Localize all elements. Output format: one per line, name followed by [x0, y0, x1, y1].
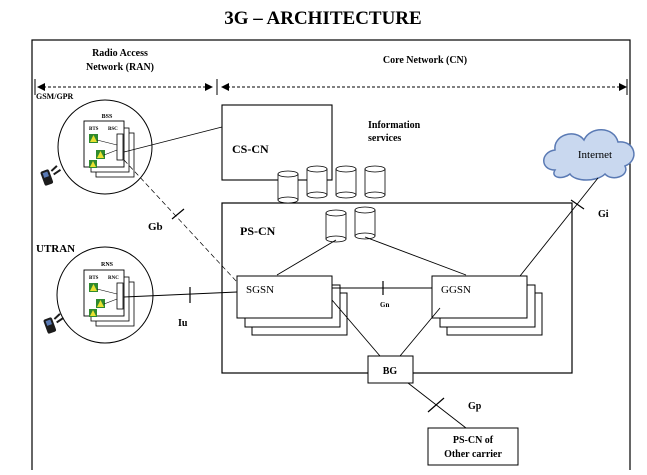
cs-cn-label: CS-CN: [232, 142, 269, 156]
ran-label-line2: Network (RAN): [86, 62, 154, 73]
other-carrier-line1: PS-CN of: [453, 435, 494, 446]
sgsn-bg-link: [331, 299, 381, 357]
gn-label: Gn: [380, 301, 389, 309]
database-row-top: [277, 165, 386, 204]
gsm-gpr-label: GSM/GPR: [36, 92, 74, 101]
antenna-icon: [89, 134, 98, 143]
ggsn-bg-link: [399, 307, 441, 357]
gp-label: Gp: [468, 401, 482, 412]
gp-tick: [427, 397, 445, 413]
ran-label-line1: Radio Access: [92, 48, 148, 59]
utran-label: UTRAN: [36, 243, 75, 255]
database-icon: [325, 209, 347, 243]
bss-label: BSS: [102, 114, 113, 120]
iu-label: Iu: [178, 318, 188, 329]
antenna-icon: [96, 150, 105, 159]
gb-tick: [171, 208, 185, 220]
bss-bsc-label: BSC: [108, 127, 118, 132]
gi-tick: [570, 199, 585, 210]
bg-label: BG: [383, 366, 398, 377]
database-icon: [335, 165, 357, 199]
gb-link: [123, 159, 238, 283]
ggsn-stack: [431, 275, 543, 336]
info-services-line1: Information: [368, 120, 421, 131]
sgsn-box: [236, 275, 333, 319]
gp-link: [407, 382, 467, 429]
database-icon: [306, 165, 328, 199]
antenna-icon: [89, 309, 97, 317]
ggsn-box: [431, 275, 528, 319]
db-ggsn-link: [364, 236, 467, 276]
other-carrier-box: [427, 427, 519, 466]
bss-bts-label: BTS: [89, 127, 99, 132]
gb-label: Gb: [148, 221, 163, 233]
ps-cn-label: PS-CN: [240, 224, 276, 238]
rns-rnc-label: RNC: [108, 276, 119, 281]
database-icon: [364, 165, 386, 199]
antenna-icon: [96, 299, 105, 308]
antenna-icon: [89, 283, 98, 292]
bg-box: [367, 355, 414, 384]
diagram-title: 3G – ARCHITECTURE: [224, 8, 421, 29]
rns-cluster: RNS BTS RNC: [56, 246, 154, 344]
antenna-icon: [89, 160, 97, 168]
bss-cscn-link: [123, 126, 223, 153]
iu-link: [123, 291, 238, 298]
gi-link: [519, 177, 599, 277]
internet-label: Internet: [578, 149, 612, 161]
mobile-phone-icon: [43, 313, 65, 334]
gi-label: Gi: [598, 209, 609, 220]
internet-cloud-icon: [543, 129, 635, 181]
sgsn-stack: [236, 275, 348, 336]
ggsn-label: GGSN: [441, 284, 471, 296]
mobile-phone-icon: [40, 165, 62, 186]
db-sgsn-link: [276, 239, 337, 276]
database-icon: [354, 206, 376, 240]
rns-bts-label: BTS: [89, 276, 99, 281]
rns-label: RNS: [101, 262, 114, 268]
database-icon: [277, 170, 299, 204]
bsc-box: [116, 133, 124, 161]
database-row-bottom: [325, 206, 376, 243]
info-services-line2: services: [368, 133, 401, 144]
rnc-box: [116, 282, 124, 310]
sgsn-label: SGSN: [246, 284, 274, 296]
other-carrier-line2: Other carrier: [444, 449, 502, 460]
core-network-label: Core Network (CN): [383, 55, 467, 66]
bss-cluster: BSS BTS BSC: [57, 99, 153, 195]
